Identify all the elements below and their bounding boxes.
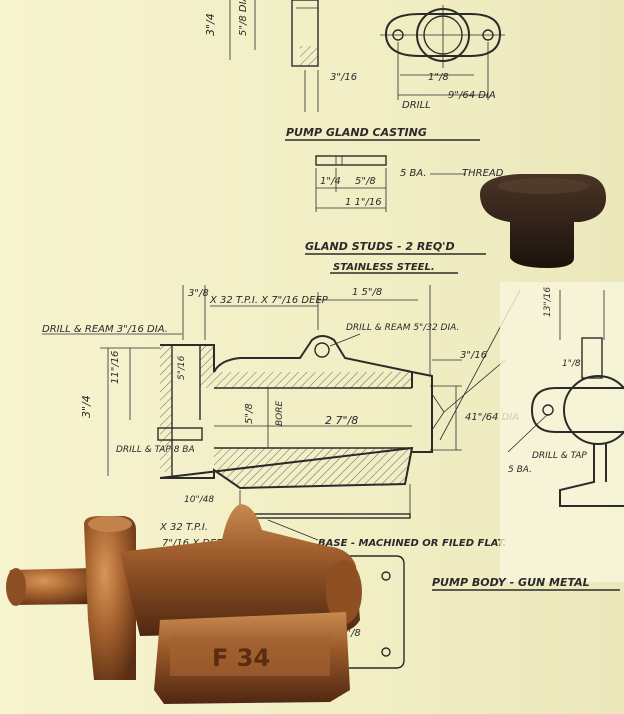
dim-3-4: 3"/4 xyxy=(80,395,93,418)
stud-thread-callout: 5 BA. xyxy=(400,168,427,179)
stud-dim-a: 1"/4 xyxy=(320,176,341,187)
body-length: 2 7"/8 xyxy=(325,414,358,427)
casting-boss xyxy=(84,516,136,680)
tap-hole xyxy=(157,427,203,441)
end-flange xyxy=(531,387,624,433)
gland-photo xyxy=(480,174,606,268)
end-stem xyxy=(581,337,603,379)
body-top-c: 1 5"/8 xyxy=(352,287,382,298)
body-outline xyxy=(159,335,414,490)
stud-outline xyxy=(315,155,387,166)
gland-drill-label: DRILL xyxy=(402,100,431,111)
drill-tap-left: DRILL & TAP 8 BA xyxy=(116,445,195,455)
studs-title: GLAND STUDS - 2 REQ'D xyxy=(305,240,455,253)
plan-view: 3"/8 xyxy=(340,555,405,669)
drill-ream-left: DRILL & REAM 3"/16 DIA. xyxy=(42,324,168,335)
body-dia: 41"/64 DIA xyxy=(465,412,519,423)
casting-main-body xyxy=(120,504,360,636)
end-base xyxy=(559,444,624,507)
pump-body-casting-photo: F 34 xyxy=(6,504,362,704)
dim-bore: 5"/8 xyxy=(244,403,255,424)
dim-11-16: 11"/16 xyxy=(110,351,121,384)
end-thread: 5 BA. xyxy=(508,465,532,475)
body-top-a: 3"/8 xyxy=(188,288,209,299)
end-view: 13"/16 1"/8 DRILL & TAP 5 BA. PUMP BODY … xyxy=(432,282,624,591)
stud-dim-c: 1 1"/16 xyxy=(345,197,382,208)
bore-label: BORE xyxy=(275,400,285,426)
base-flat xyxy=(249,513,411,519)
right-dim: 3"/16 xyxy=(460,350,487,361)
gland-flange-outline xyxy=(384,13,502,57)
body-lug-hole xyxy=(314,342,330,358)
gland-photo-shape xyxy=(480,174,606,268)
stud-dim-b: 5"/8 xyxy=(355,176,376,187)
drill-ream-right: DRILL & REAM 5"/32 DIA. xyxy=(346,323,459,333)
gland-dim-e: 9"/64 DIA xyxy=(448,90,496,101)
end-drill-tap: DRILL & TAP xyxy=(532,451,587,461)
plan-dim: 3"/8 xyxy=(340,628,361,639)
dim-5-16: 5"/16 xyxy=(177,355,187,380)
gland-dim-b: 5"/8 DIA xyxy=(238,0,249,36)
gland-studs-view: 1"/4 5"/8 1 1"/16 5 BA. THREAD GLAND STU… xyxy=(305,155,504,274)
studs-material: STAINLESS STEEL. xyxy=(333,262,435,273)
gland-dim-c: 3"/16 xyxy=(330,72,357,83)
tpi-bottom: X 32 T.P.I. xyxy=(159,522,208,533)
bottom-dim: 10"/48 xyxy=(184,495,214,505)
gland-section-hatch xyxy=(300,46,318,66)
gland-casting-views: 3"/4 5"/8 DIA 3"/16 1"/8 9"/64 DIA DRILL… xyxy=(204,0,505,141)
base-note: BASE - MACHINED OR FILED FLAT. xyxy=(318,538,506,549)
end-body-circle xyxy=(563,375,624,445)
end-hole xyxy=(542,404,554,416)
pump-body-section: 3"/8 X 32 T.P.I. X 7"/16 DEEP 1 5"/8 DRI… xyxy=(42,285,521,549)
casting-mark: F 34 xyxy=(212,644,270,672)
gland-dim-a: 3"/4 xyxy=(204,13,217,36)
end-dim-mid: 1"/8 xyxy=(562,359,581,369)
gland-dim-d: 1"/8 xyxy=(428,72,449,83)
stud-thread-label: THREAD xyxy=(462,168,504,179)
gland-title: PUMP GLAND CASTING xyxy=(286,126,427,139)
body-top-b: X 32 T.P.I. X 7"/16 DEEP xyxy=(209,295,329,306)
body-title: PUMP BODY - GUN METAL xyxy=(432,576,590,589)
end-dim-top: 13"/16 xyxy=(543,287,553,317)
casting-nozzle xyxy=(8,568,96,605)
body-flange-end xyxy=(411,371,433,453)
plan-outline xyxy=(340,555,405,669)
